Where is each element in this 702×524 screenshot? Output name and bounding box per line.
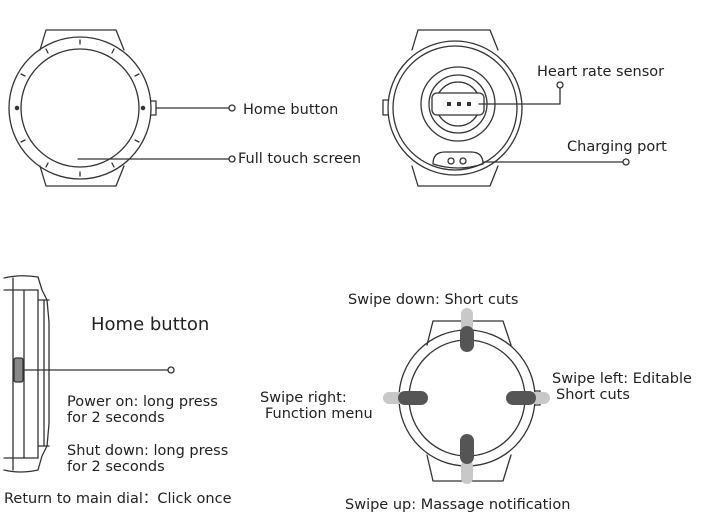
front-crown <box>150 100 157 116</box>
front-watch <box>8 29 236 187</box>
swipe-up-handle <box>460 434 474 464</box>
front-strap-bottom <box>39 165 125 187</box>
charging-port <box>432 151 484 169</box>
heart-rate-leader <box>478 87 561 105</box>
swipe-left-label: Swipe left: Editable Short cuts <box>552 371 692 403</box>
back-watch <box>382 29 630 187</box>
swipe-right-handle <box>398 391 428 405</box>
charging-port-label: Charging port <box>567 139 667 155</box>
shut-down-text: Shut down: long press for 2 seconds <box>67 443 229 475</box>
swipe-down-handle <box>460 326 474 352</box>
side-home-button-title: Home button <box>91 314 210 335</box>
side-watch <box>3 275 175 473</box>
back-case <box>387 40 523 176</box>
back-strap-top <box>411 29 499 51</box>
front-screen <box>20 48 140 168</box>
side-crown <box>13 357 24 383</box>
front-bezel-ticks <box>20 39 140 177</box>
heart-rate-sensor-label: Heart rate sensor <box>537 64 665 80</box>
front-bezel <box>8 36 152 180</box>
front-strap-top <box>39 29 125 51</box>
swipe-up-trail <box>461 460 473 484</box>
swipe-down-label: Swipe down: Short cuts <box>348 292 519 308</box>
home-button-label: Home button <box>243 102 339 118</box>
swipe-indicators <box>383 308 550 484</box>
swipe-right-label: Swipe right: Function menu <box>260 390 373 422</box>
back-crown <box>382 99 389 116</box>
swipe-down-trail <box>461 308 473 332</box>
return-main-dial-text: Return to main dial：Click once <box>4 491 232 507</box>
swipe-up-label: Swipe up: Massage notification <box>345 497 571 513</box>
side-case-outline <box>3 275 50 473</box>
power-on-text: Power on: long press for 2 seconds <box>67 394 218 426</box>
touch-screen-label: Full touch screen <box>238 151 362 167</box>
swipe-left-handle <box>506 391 536 405</box>
back-inner-ring <box>392 45 518 171</box>
back-strap-bottom <box>411 165 499 187</box>
